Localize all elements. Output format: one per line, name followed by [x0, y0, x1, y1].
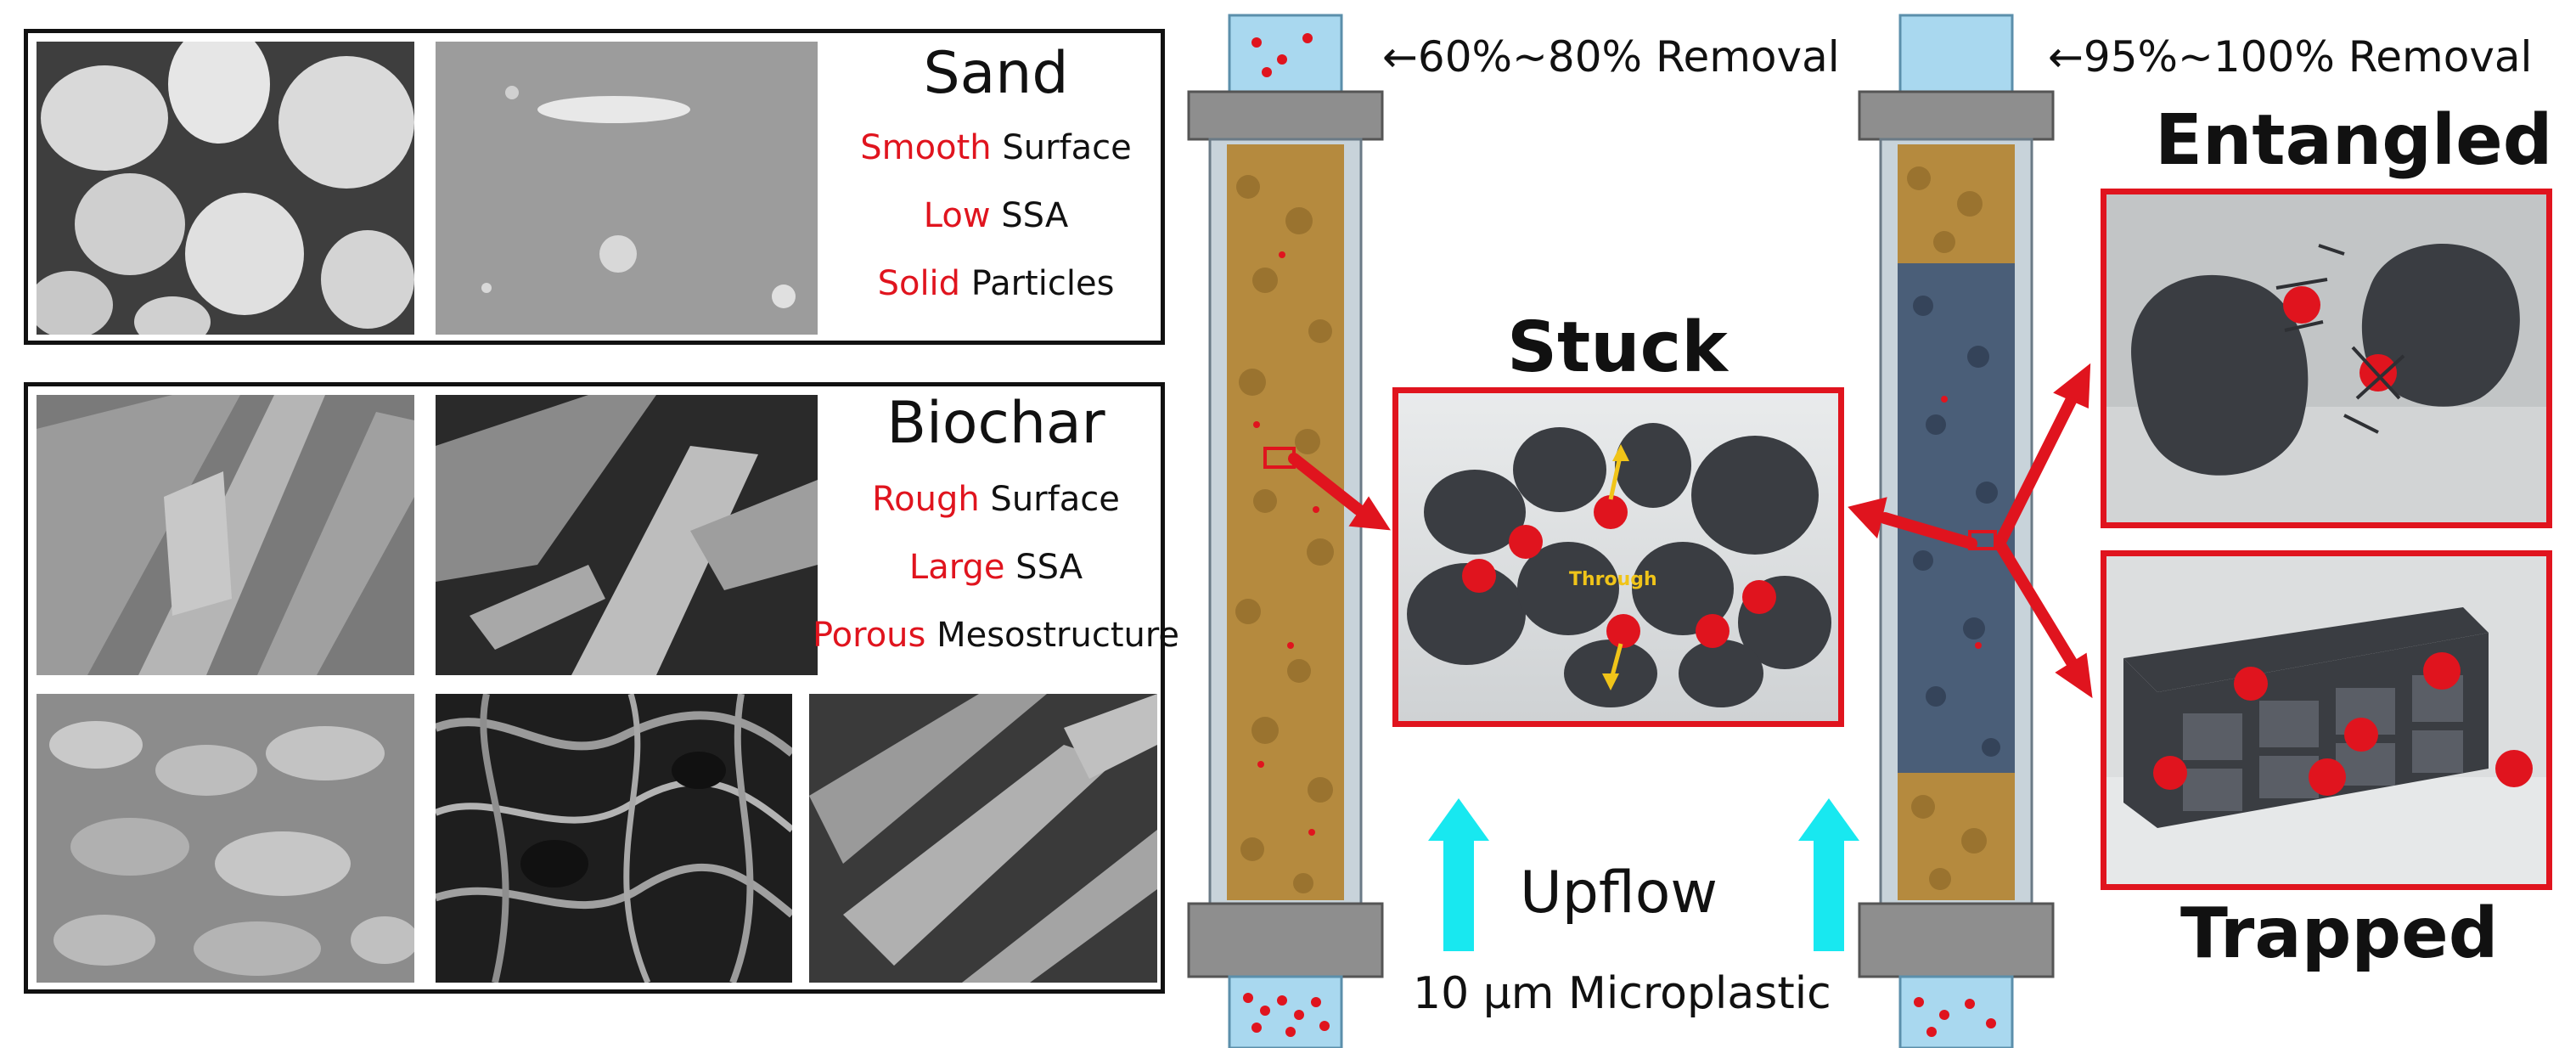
trapped-label: Trapped — [2180, 893, 2499, 974]
entangled-label: Entangled — [2155, 100, 2553, 181]
biochar-sem-image-5 — [809, 694, 1157, 983]
biochar-column-removal: ←95%~100% Removal — [2048, 32, 2533, 82]
sand-sem-image-2 — [436, 42, 818, 335]
biochar-panel: Biochar Rough Surface Large SSA Porous M… — [24, 382, 1179, 994]
microplastic-label: 10 μm Microplastic — [1413, 968, 1831, 1019]
stuck-inset — [1392, 387, 1844, 727]
sand-column-removal: ←60%~80% Removal — [1382, 32, 1840, 82]
biochar-column — [1842, 0, 2097, 1048]
biochar-prop-2: Large SSA — [908, 548, 1083, 587]
biochar-prop-3: Porous Mesostructure — [812, 616, 1180, 655]
biochar-sem-image-2 — [436, 395, 818, 675]
entangled-inset — [2101, 189, 2552, 528]
upflow-label: Upflow — [1520, 859, 1718, 927]
biochar-sem-image-1 — [37, 395, 414, 675]
stuck-label: Stuck — [1507, 307, 1728, 388]
sand-title: Sand — [923, 40, 1069, 107]
sand-panel: Sand Smooth Surface Low SSA Solid Partic… — [24, 29, 1165, 345]
sand-prop-2: Low SSA — [923, 196, 1069, 235]
trapped-inset — [2101, 550, 2552, 890]
through-label: Through — [1569, 569, 1657, 590]
sand-column — [1172, 0, 1426, 1048]
biochar-prop-1: Rough Surface — [872, 480, 1120, 519]
biochar-sem-image-3 — [37, 694, 414, 983]
sand-sem-image-1 — [37, 42, 414, 335]
sand-prop-1: Smooth Surface — [860, 128, 1132, 167]
sand-prop-3: Solid Particles — [877, 264, 1115, 303]
biochar-sem-image-4 — [436, 694, 792, 983]
biochar-title: Biochar — [886, 390, 1105, 457]
